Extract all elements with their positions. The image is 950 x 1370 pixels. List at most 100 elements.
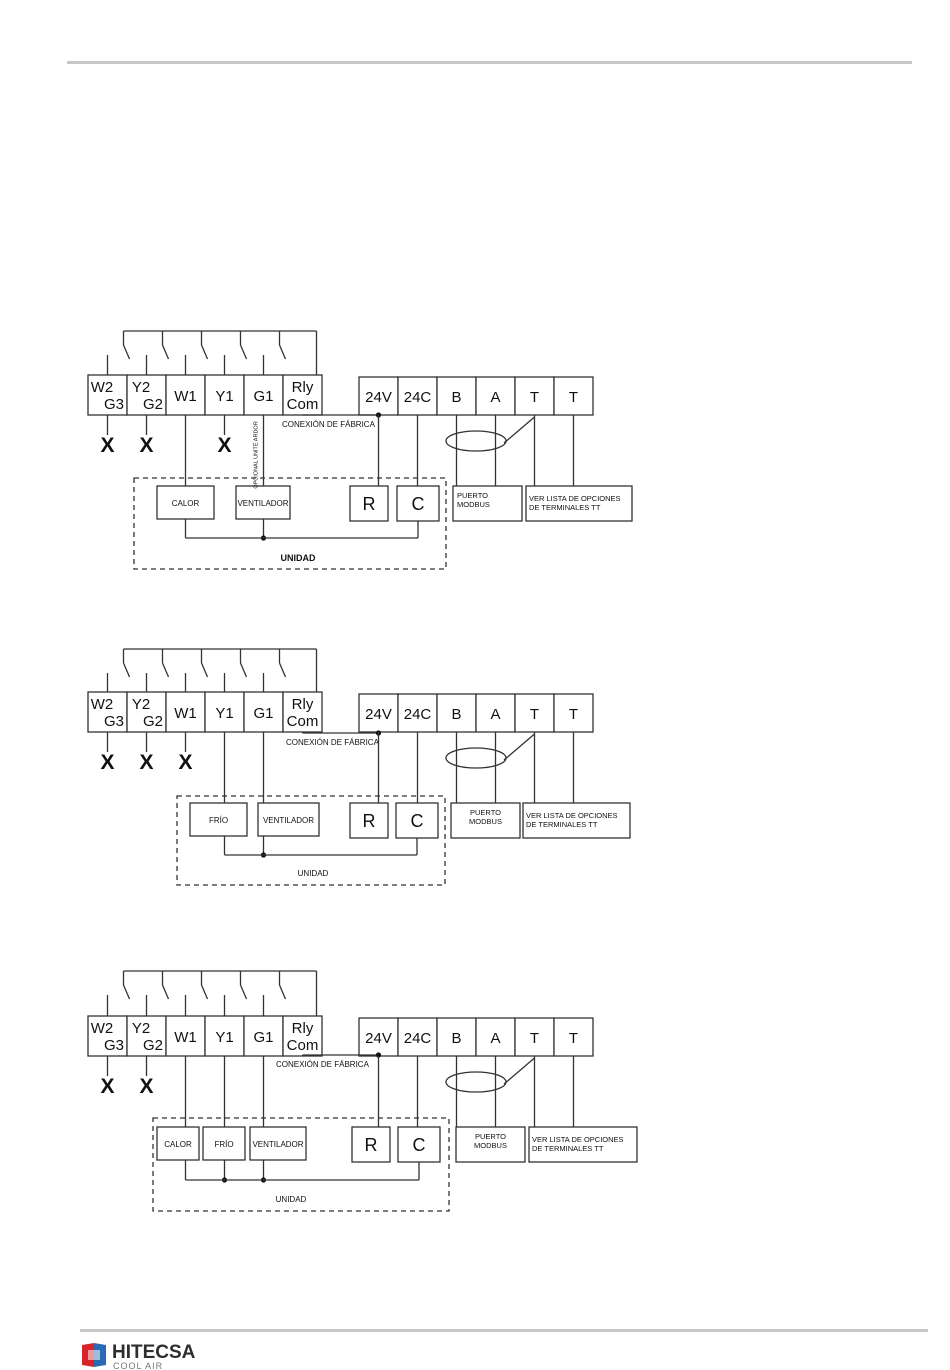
unused-mark: X [100, 751, 114, 774]
modbus-label: PUERTO [457, 491, 488, 500]
unused-mark: X [100, 434, 114, 457]
terminal-a [475, 1017, 516, 1057]
terminal-label: A [490, 389, 500, 406]
terminal-r-box [349, 485, 389, 522]
terminal-label: A [490, 706, 500, 723]
terminal-24c [397, 1017, 438, 1057]
tt-options-label: VER LISTA DE OPCIONES [532, 1135, 624, 1144]
unit-label: UNIDAD [281, 553, 316, 563]
terminal-g1 [243, 374, 284, 416]
relay-contact [239, 344, 248, 360]
unit-enclosure [176, 795, 446, 886]
unit-enclosure [152, 1117, 450, 1212]
relay-contact [278, 344, 287, 360]
terminal-t [514, 376, 555, 416]
terminal-label: Rly [292, 696, 314, 713]
terminal-r-label: R [363, 811, 376, 831]
modbus-label: PUERTO [470, 808, 501, 817]
relay-contact [200, 662, 209, 678]
component-label: FRÍO [209, 816, 228, 825]
logo-subtext: COOL AIR [113, 1361, 163, 1370]
tt-options-label: DE TERMINALES TT [526, 820, 598, 829]
terminal-label: Y1 [215, 388, 233, 405]
optional-label: OPCIONAL UNITÉ ARDOR [253, 421, 260, 488]
terminal-rly-com [282, 374, 323, 416]
terminal-a [475, 376, 516, 416]
terminal-label: A [490, 1030, 500, 1047]
relay-contact [161, 344, 170, 360]
terminal-label: Y2 [132, 696, 150, 713]
terminal-label: Rly [292, 379, 314, 396]
terminal-label: 24C [404, 706, 432, 723]
terminal-label: B [451, 1030, 461, 1047]
shield-lead [503, 416, 535, 444]
modbus-label: PUERTO [475, 1132, 506, 1141]
relay-contact [161, 984, 170, 1000]
modbus-label: MODBUS [457, 500, 490, 509]
terminal-label: W1 [174, 1029, 197, 1046]
unused-mark: X [139, 751, 153, 774]
unused-mark: X [217, 434, 231, 457]
terminal-label: G3 [104, 396, 124, 413]
terminal-y1 [204, 1015, 245, 1057]
terminal-label: W1 [174, 388, 197, 405]
unused-mark: X [139, 1075, 153, 1098]
terminal-w1 [165, 691, 206, 733]
terminal-label: T [569, 389, 578, 406]
terminal-label: T [569, 1030, 578, 1047]
component-ventilador [257, 802, 320, 837]
terminal-label: Com [287, 713, 319, 730]
tt-options-box [522, 802, 631, 839]
tt-options-label: VER LISTA DE OPCIONES [529, 494, 621, 503]
shield-lead [503, 1057, 535, 1085]
relay-contact [161, 662, 170, 678]
terminal-label: G1 [253, 705, 273, 722]
twisted-pair-marker [445, 430, 507, 452]
terminal-label: G1 [253, 1029, 273, 1046]
twisted-pair-marker [445, 1071, 507, 1093]
relay-contact [122, 662, 131, 678]
terminal-label: Y2 [132, 1020, 150, 1037]
tt-options-label: DE TERMINALES TT [529, 503, 601, 512]
modbus-label: MODBUS [469, 817, 502, 826]
terminal-rly-com [282, 1015, 323, 1057]
terminal-label: T [530, 389, 539, 406]
terminal-label: W2 [91, 379, 114, 396]
factory-connection-label: CONEXIÓN DE FÁBRICA [276, 1060, 370, 1069]
relay-contact [278, 984, 287, 1000]
unused-mark: X [100, 1075, 114, 1098]
terminal-r-label: R [365, 1135, 378, 1155]
logo-text: HITECSA [112, 1342, 196, 1363]
component-label: VENTILADOR [252, 1140, 303, 1149]
terminal-c-label: C [412, 494, 425, 514]
terminal-label: G2 [143, 396, 163, 413]
terminal-c-label: C [411, 811, 424, 831]
factory-connection-label: CONEXIÓN DE FÁBRICA [282, 420, 376, 429]
terminal-r-box [351, 1126, 391, 1163]
component-label: VENTILADOR [263, 816, 314, 825]
terminal-24c [397, 693, 438, 733]
logo-mark-icon [82, 1343, 106, 1367]
terminal-r-box [349, 802, 389, 839]
unit-label: UNIDAD [276, 1195, 307, 1204]
relay-contact [239, 984, 248, 1000]
relay-contact [200, 984, 209, 1000]
terminal-label: G3 [104, 1037, 124, 1054]
component-ventilador [235, 485, 291, 520]
terminal-label: 24V [365, 389, 392, 406]
terminal-y2-g2 [126, 691, 167, 733]
terminal-label: W2 [91, 696, 114, 713]
unit-enclosure [133, 477, 447, 570]
unit-label: UNIDAD [298, 869, 329, 878]
terminal-24c [397, 376, 438, 416]
component-label: CALOR [164, 1140, 192, 1149]
junction-dot [375, 1052, 382, 1058]
modbus-label: MODBUS [474, 1141, 507, 1150]
terminal-label: Rly [292, 1020, 314, 1037]
relay-contact [200, 344, 209, 360]
hitecsa-logo: HITECSA COOL AIR [82, 1342, 196, 1370]
component-calor [156, 1126, 200, 1161]
terminal-label: T [530, 1030, 539, 1047]
